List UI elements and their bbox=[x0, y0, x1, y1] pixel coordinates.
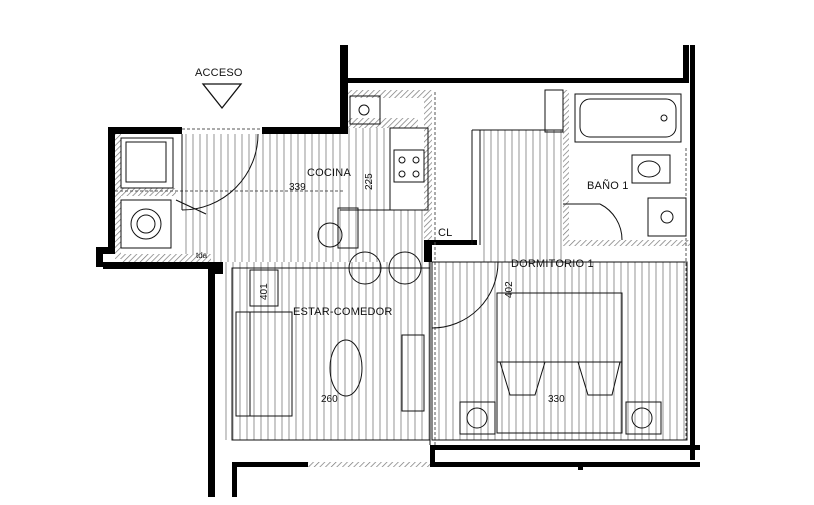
kitchen-label: COCINA bbox=[307, 167, 351, 179]
tda-label: tda bbox=[196, 251, 208, 260]
bedroom-label: DORMITORIO 1 bbox=[511, 258, 594, 270]
dimension-bedroom-depth: 402 bbox=[504, 281, 515, 298]
dimension-bedroom-width: 330 bbox=[548, 394, 565, 405]
access-arrow bbox=[201, 83, 243, 110]
dimension-living-depth: 401 bbox=[259, 283, 270, 300]
closet-label: CL bbox=[438, 227, 452, 239]
fixtures bbox=[120, 89, 687, 435]
access-label: ACCESO bbox=[195, 67, 243, 79]
dimension-kitchen-depth: 225 bbox=[364, 173, 375, 190]
dimension-kitchen-width: 339 bbox=[289, 182, 306, 193]
partition-walls bbox=[115, 90, 690, 262]
bathroom-label: BAÑO 1 bbox=[587, 179, 629, 192]
dimension-living-width: 260 bbox=[321, 394, 338, 405]
exterior-walls bbox=[96, 45, 700, 497]
living-label: ESTAR-COMEDOR bbox=[293, 306, 393, 318]
interior-lines bbox=[115, 92, 688, 445]
door-swings bbox=[175, 133, 623, 329]
